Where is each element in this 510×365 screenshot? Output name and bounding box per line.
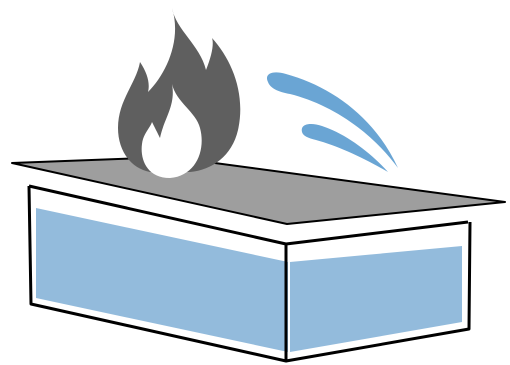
- flame-icon: [118, 8, 240, 178]
- water-stream-lower: [302, 124, 388, 172]
- water-splash-icon: [267, 72, 398, 172]
- water-stream-upper: [267, 72, 398, 168]
